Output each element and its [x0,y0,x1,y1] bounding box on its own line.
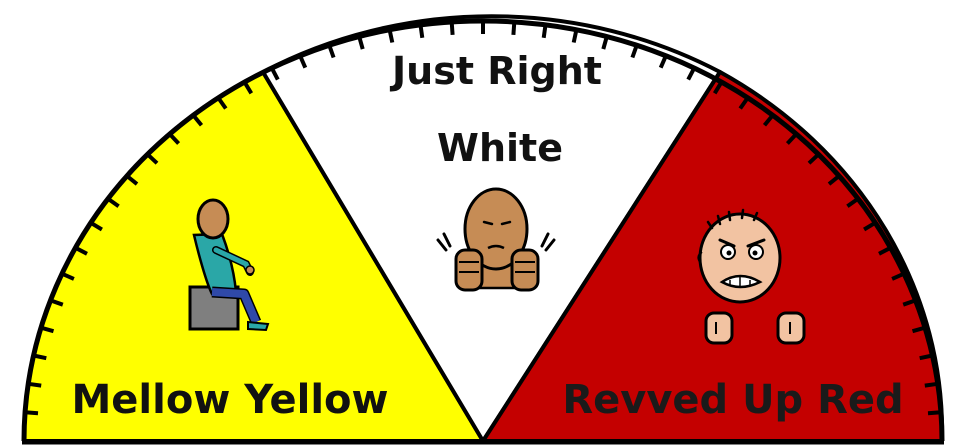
white-title: White [437,126,563,170]
tick-mark [925,384,938,386]
tick-mark [920,356,933,359]
tick-mark [390,30,393,43]
tick-mark [513,22,514,35]
tick-mark [34,356,47,359]
tick-mark [28,384,41,386]
tick-mark [452,22,453,35]
mellow-yellow-label: Mellow Yellow [72,377,389,423]
tick-mark [421,25,423,38]
tick-mark [25,412,38,413]
tick-mark [928,412,941,413]
just-right-title: Just Right [389,49,602,93]
tick-mark [544,25,546,38]
tick-mark [574,30,577,43]
revved-up-red-label: Revved Up Red [562,377,903,423]
